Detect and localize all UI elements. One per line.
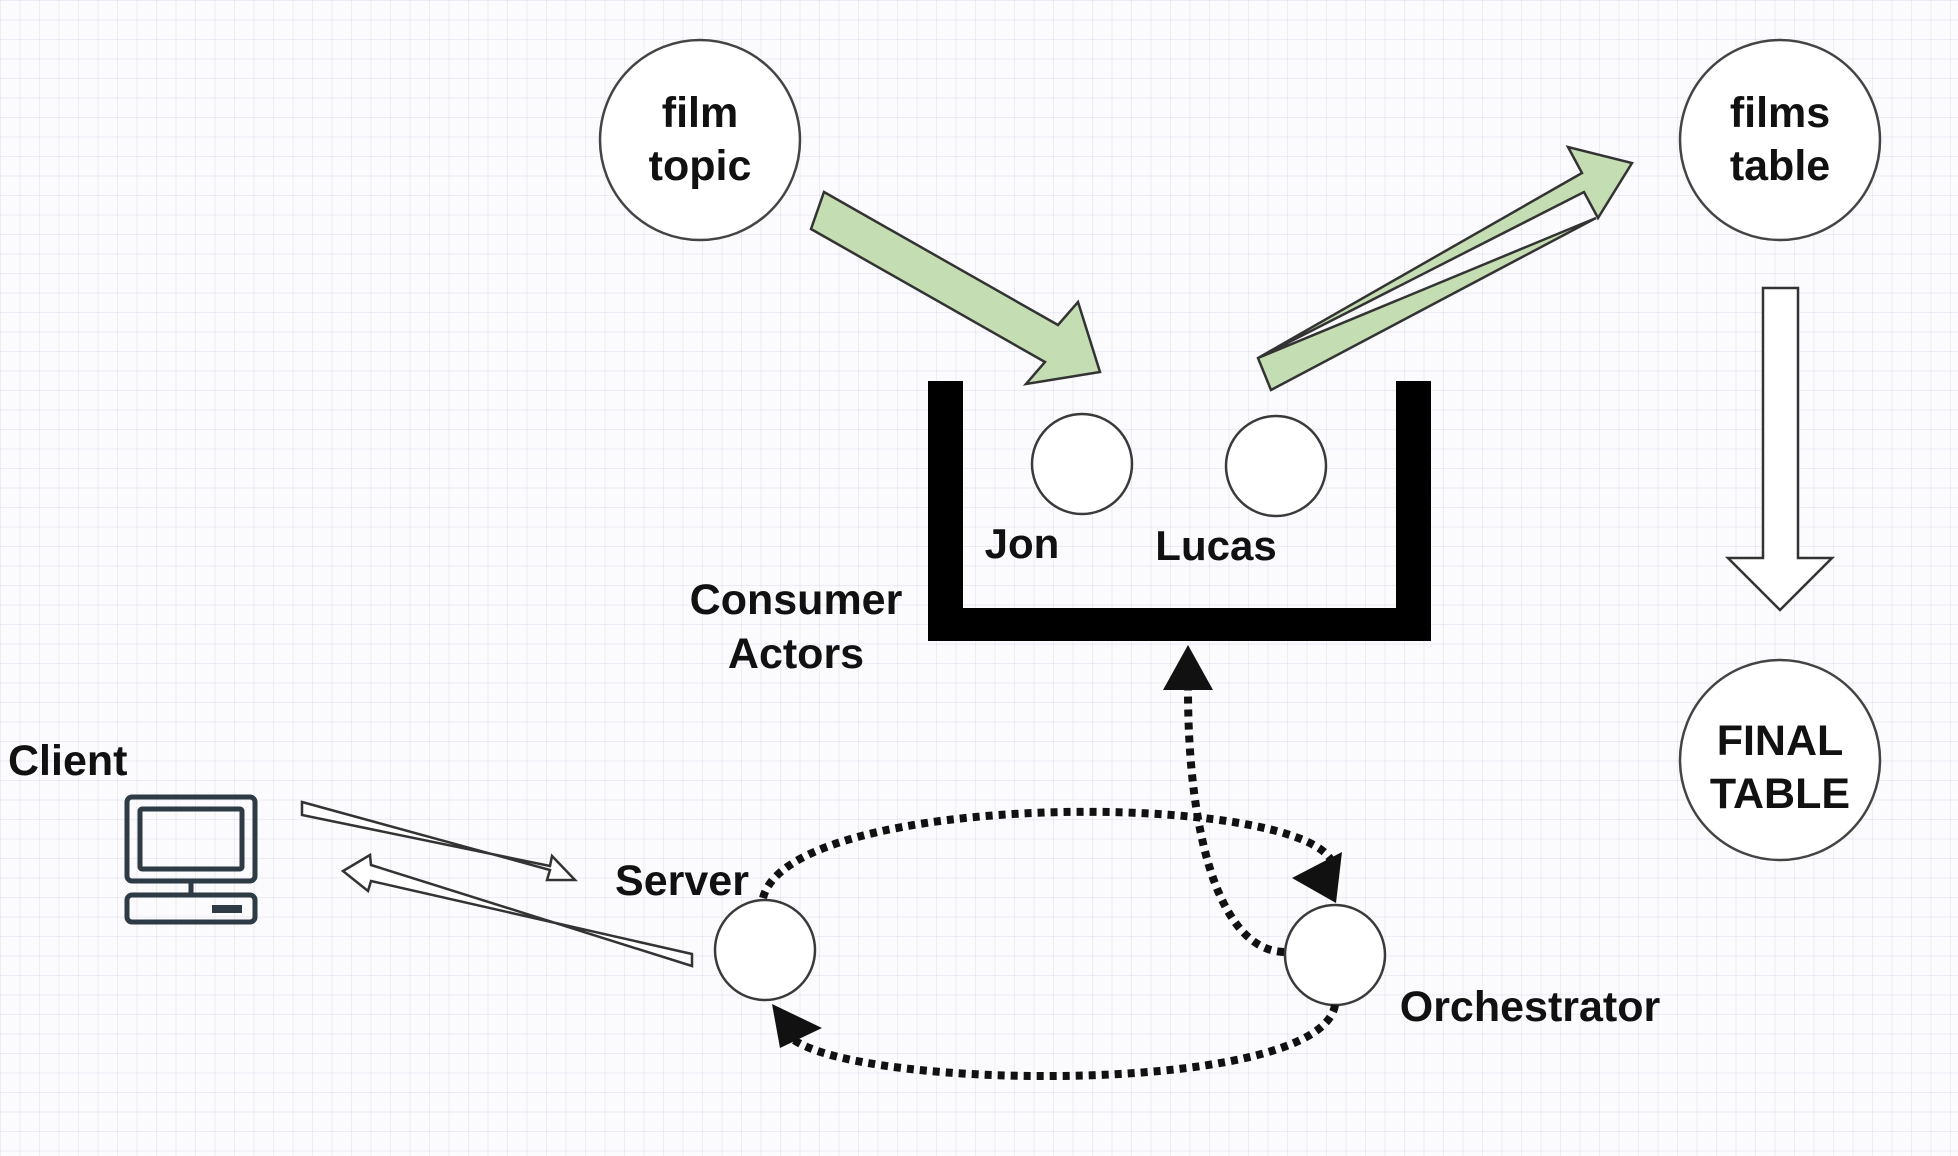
server-arrowhead (772, 1004, 822, 1048)
film-topic-line1: film (662, 89, 738, 137)
orchestrator-to-server-connector (782, 1003, 1339, 1081)
orchestrator-arrowhead (1292, 852, 1342, 903)
server-to-client-arrow (340, 852, 694, 968)
lucas-label: Lucas (1155, 522, 1276, 569)
orchestrator-label: Orchestrator (1400, 983, 1661, 1031)
jon-label: Jon (985, 520, 1060, 567)
consumer-to-table-arrow (1256, 145, 1634, 392)
server-node: Server (615, 857, 817, 1002)
consumer-actors-line1: Consumer (690, 576, 903, 624)
lucas-actor: Lucas (1155, 414, 1328, 569)
table-to-final-arrow (1724, 286, 1836, 612)
server-to-orchestrator-connector (759, 807, 1336, 900)
consumer-actors-container (928, 381, 1431, 641)
client-label: Client (8, 737, 127, 785)
films-table-node: films table (1678, 38, 1882, 242)
final-table-line2: TABLE (1710, 770, 1850, 818)
film-topic-line2: topic (649, 142, 752, 190)
films-table-line2: table (1730, 142, 1830, 190)
computer-monitor-icon (124, 794, 258, 925)
consumers-arrowhead (1163, 645, 1213, 690)
films-table-line1: films (1730, 89, 1830, 137)
client-to-server-arrow (300, 800, 578, 882)
consumer-actors-line2: Actors (728, 630, 864, 678)
final-table-node: FINAL TABLE (1678, 658, 1882, 862)
topic-to-consumer-arrow (809, 190, 1102, 386)
final-table-line1: FINAL (1717, 717, 1844, 765)
film-topic-node: film topic (598, 38, 802, 242)
jon-actor: Jon (985, 412, 1134, 567)
server-label: Server (615, 857, 749, 905)
orchestrator-node: Orchestrator (1283, 903, 1661, 1031)
